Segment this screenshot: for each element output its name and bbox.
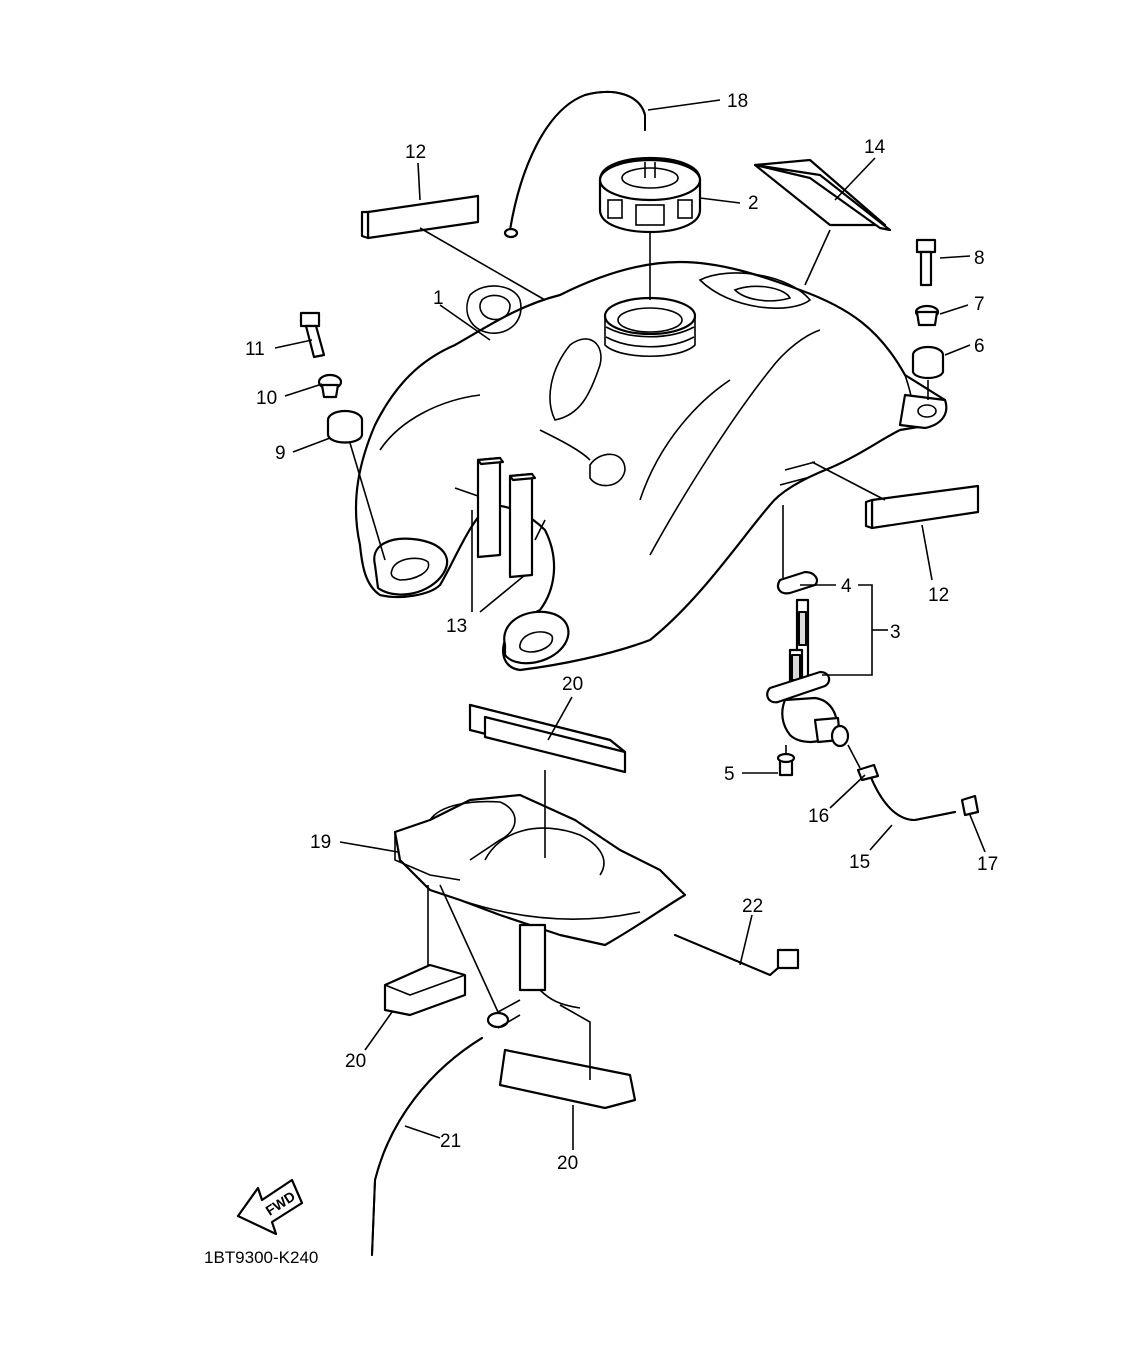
pads: [383, 703, 637, 1110]
leader-lines: [274, 99, 986, 1150]
fuel-cap: [598, 156, 702, 234]
callout-17: 17: [977, 854, 998, 875]
callout-1: 1: [433, 288, 444, 309]
fuel-cock: [766, 570, 850, 777]
diagram-code: 1BT9300-K240: [204, 1248, 318, 1267]
forward-direction-arrow: FWD: [236, 1178, 304, 1236]
tank-under-cover: [393, 793, 687, 1029]
callout-13: 13: [446, 616, 467, 637]
callout-4: 4: [841, 576, 852, 597]
bolt-set-left: [299, 311, 364, 444]
callout-20-bottom: 20: [557, 1153, 578, 1174]
callout-18: 18: [727, 91, 748, 112]
callout-20-top: 20: [562, 674, 583, 695]
tank-graphic: [753, 158, 892, 232]
drain-hose: [371, 1037, 483, 1256]
callouts: 18 2 12 14 8 7 6 1 11 10 9 13 4 12 3 20 …: [245, 91, 998, 1174]
callout-21: 21: [440, 1131, 461, 1152]
callout-8: 8: [974, 248, 985, 269]
callout-2: 2: [748, 193, 759, 214]
callout-14: 14: [864, 137, 886, 158]
callout-10: 10: [256, 388, 277, 409]
callout-16: 16: [808, 806, 829, 827]
callout-19: 19: [310, 832, 331, 853]
bolt-set-right: [911, 238, 945, 380]
callout-15: 15: [849, 852, 870, 873]
callout-12-top: 12: [405, 142, 426, 163]
emblems: [360, 194, 980, 530]
callout-20-left: 20: [345, 1051, 366, 1072]
fuel-tank: [354, 260, 948, 672]
fuel-hose: [856, 763, 980, 821]
breather-hose: [503, 90, 646, 239]
dampers: [476, 456, 537, 579]
callout-6: 6: [974, 336, 985, 357]
wire-harness: [674, 934, 800, 976]
callout-12-right: 12: [928, 585, 949, 606]
callout-9: 9: [275, 443, 286, 464]
callout-11: 11: [245, 339, 265, 360]
callout-3: 3: [890, 622, 901, 643]
callout-22: 22: [742, 896, 763, 917]
callout-7: 7: [974, 294, 985, 315]
callout-5: 5: [724, 764, 735, 785]
